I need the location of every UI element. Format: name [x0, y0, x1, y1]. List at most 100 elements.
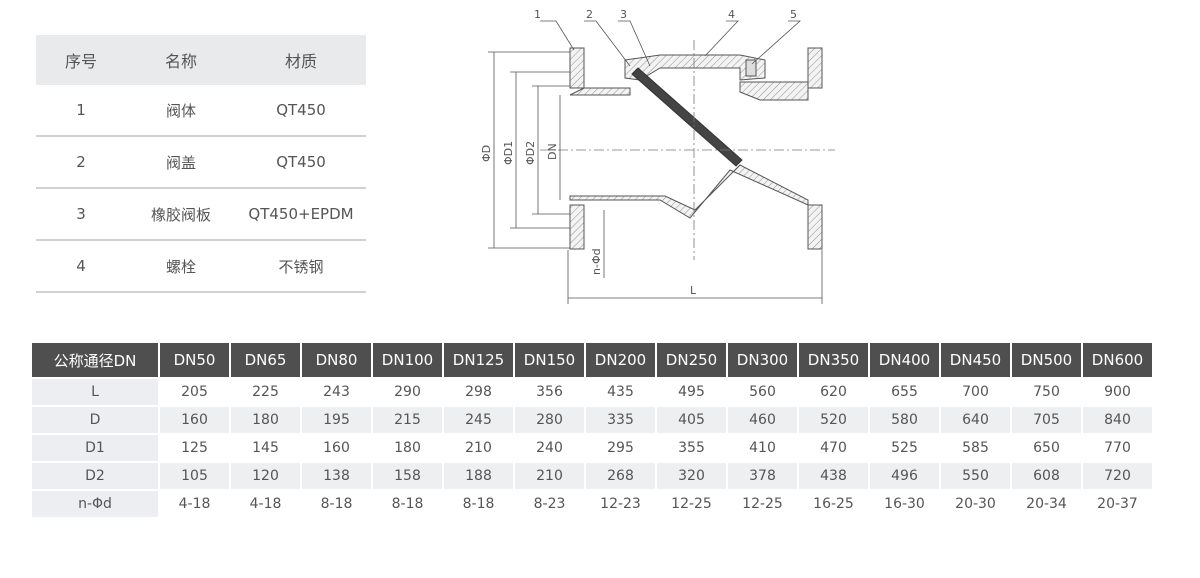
dimension-cell: 20-37 — [1083, 491, 1152, 517]
dimension-row-label: n-Φd — [32, 491, 158, 517]
dimension-cell: 188 — [444, 463, 513, 489]
dimension-cell: 900 — [1083, 379, 1152, 405]
dimension-cell: 405 — [657, 407, 726, 433]
rubber-disc — [631, 67, 743, 167]
dimension-header-size: DN200 — [586, 343, 655, 377]
parts-table: 序号 名称 材质 1 阀体 QT450 2 阀盖 QT450 3 橡胶阀板 QT… — [36, 35, 366, 293]
dimension-cell: 120 — [231, 463, 300, 489]
dimension-header-size: DN600 — [1083, 343, 1152, 377]
parts-name: 橡胶阀板 — [126, 188, 236, 241]
dimension-cell: 160 — [302, 435, 371, 461]
dimension-cell: 245 — [444, 407, 513, 433]
dimension-cell: 180 — [231, 407, 300, 433]
dim-label-d: ΦD — [480, 145, 493, 162]
callout-1: 1 — [534, 8, 541, 21]
dimension-cell: 410 — [728, 435, 797, 461]
dimension-cell: 520 — [799, 407, 868, 433]
dimension-cell: 16-30 — [870, 491, 939, 517]
dimension-cell: 550 — [941, 463, 1010, 489]
dimension-cell: 8-18 — [302, 491, 371, 517]
callout-5: 5 — [790, 8, 797, 21]
valve-section-svg: 1 2 3 4 5 ΦD ΦD1 ΦD2 DN n-Φd L — [480, 8, 835, 304]
dimension-cell: 215 — [373, 407, 442, 433]
bolt — [745, 59, 757, 77]
dimension-cell: 125 — [160, 435, 229, 461]
parts-material: QT450+EPDM — [236, 188, 366, 241]
right-flange-bottom — [807, 204, 823, 250]
valve-section-drawing: 1 2 3 4 5 ΦD ΦD1 ΦD2 DN n-Φd L — [470, 4, 850, 310]
dimension-cell: 20-34 — [1012, 491, 1081, 517]
bonnet — [624, 54, 766, 81]
dimension-cell: 243 — [302, 379, 371, 405]
dimension-header-size: DN50 — [160, 343, 229, 377]
dimension-cell: 105 — [160, 463, 229, 489]
parts-name: 阀盖 — [126, 136, 236, 189]
dimension-cell: 12-25 — [657, 491, 726, 517]
dimension-cell: 295 — [586, 435, 655, 461]
callout-2: 2 — [586, 8, 593, 21]
callout-3: 3 — [620, 8, 627, 21]
dim-label-d1: ΦD1 — [502, 141, 515, 165]
dimension-cell: 770 — [1083, 435, 1152, 461]
dimension-cell: 495 — [657, 379, 726, 405]
dimension-cell: 16-25 — [799, 491, 868, 517]
dimension-row-label: D2 — [32, 463, 158, 489]
dimension-cell: 210 — [515, 463, 584, 489]
dimension-cell: 4-18 — [231, 491, 300, 517]
dimension-row-label: D — [32, 407, 158, 433]
dimension-cell: 650 — [1012, 435, 1081, 461]
dimension-cell: 705 — [1012, 407, 1081, 433]
dimension-corner-label: 公称通径DN — [32, 343, 158, 377]
dimension-cell: 4-18 — [160, 491, 229, 517]
dimension-header-size: DN125 — [444, 343, 513, 377]
dimension-cell: 12-23 — [586, 491, 655, 517]
dimension-cell: 268 — [586, 463, 655, 489]
dimension-cell: 158 — [373, 463, 442, 489]
dimension-cell: 205 — [160, 379, 229, 405]
dimension-cell: 20-30 — [941, 491, 1010, 517]
parts-row: 1 阀体 QT450 — [36, 85, 366, 137]
dimension-cell: 145 — [231, 435, 300, 461]
dimension-cell: 356 — [515, 379, 584, 405]
dimension-cell: 700 — [941, 379, 1010, 405]
dimension-cell: 608 — [1012, 463, 1081, 489]
dimension-cell: 470 — [799, 435, 868, 461]
parts-header-row: 序号 名称 材质 — [36, 35, 366, 85]
dimension-cell: 750 — [1012, 379, 1081, 405]
dimension-cell: 290 — [373, 379, 442, 405]
parts-index: 4 — [36, 240, 126, 293]
parts-material: 不锈钢 — [236, 240, 366, 293]
dimension-cell: 210 — [444, 435, 513, 461]
dimension-cell: 438 — [799, 463, 868, 489]
dimension-cell: 280 — [515, 407, 584, 433]
dimension-cell: 580 — [870, 407, 939, 433]
dimension-cell: 435 — [586, 379, 655, 405]
dimension-cell: 560 — [728, 379, 797, 405]
parts-index: 3 — [36, 188, 126, 241]
parts-material: QT450 — [236, 136, 366, 189]
dimension-cell: 8-18 — [444, 491, 513, 517]
dimension-row-label: L — [32, 379, 158, 405]
parts-row: 3 橡胶阀板 QT450+EPDM — [36, 188, 366, 241]
dimension-cell: 720 — [1083, 463, 1152, 489]
left-flange-top — [569, 47, 585, 89]
dim-label-d2: ΦD2 — [524, 141, 537, 165]
dimension-cell: 640 — [941, 407, 1010, 433]
dimension-header-size: DN450 — [941, 343, 1010, 377]
parts-header-index: 序号 — [36, 35, 126, 85]
dimension-cell: 335 — [586, 407, 655, 433]
dimension-header-size: DN150 — [515, 343, 584, 377]
dimension-cell: 180 — [373, 435, 442, 461]
dimension-header-size: DN500 — [1012, 343, 1081, 377]
dimension-cell: 195 — [302, 407, 371, 433]
dimension-header-size: DN300 — [728, 343, 797, 377]
dimension-cell: 460 — [728, 407, 797, 433]
